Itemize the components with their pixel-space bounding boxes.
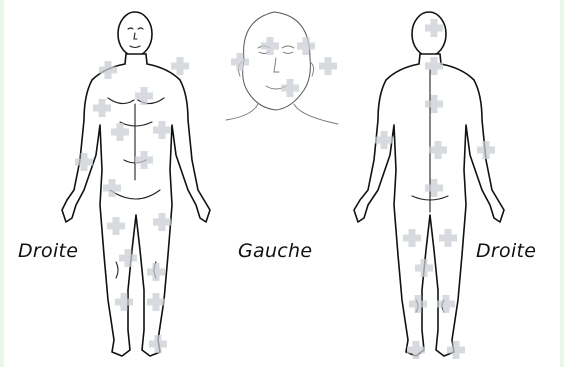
label-right-side-back: Droite — [476, 240, 536, 262]
face-outline — [243, 12, 311, 110]
body-map-figures — [4, 0, 564, 367]
back-body-outline — [354, 54, 504, 356]
plus-marker-icon[interactable] — [171, 57, 189, 75]
plus-marker-icon[interactable] — [319, 57, 337, 75]
label-left-side: Gauche — [238, 240, 312, 262]
back-head — [412, 12, 446, 56]
label-right-side-front: Droite — [18, 240, 78, 262]
